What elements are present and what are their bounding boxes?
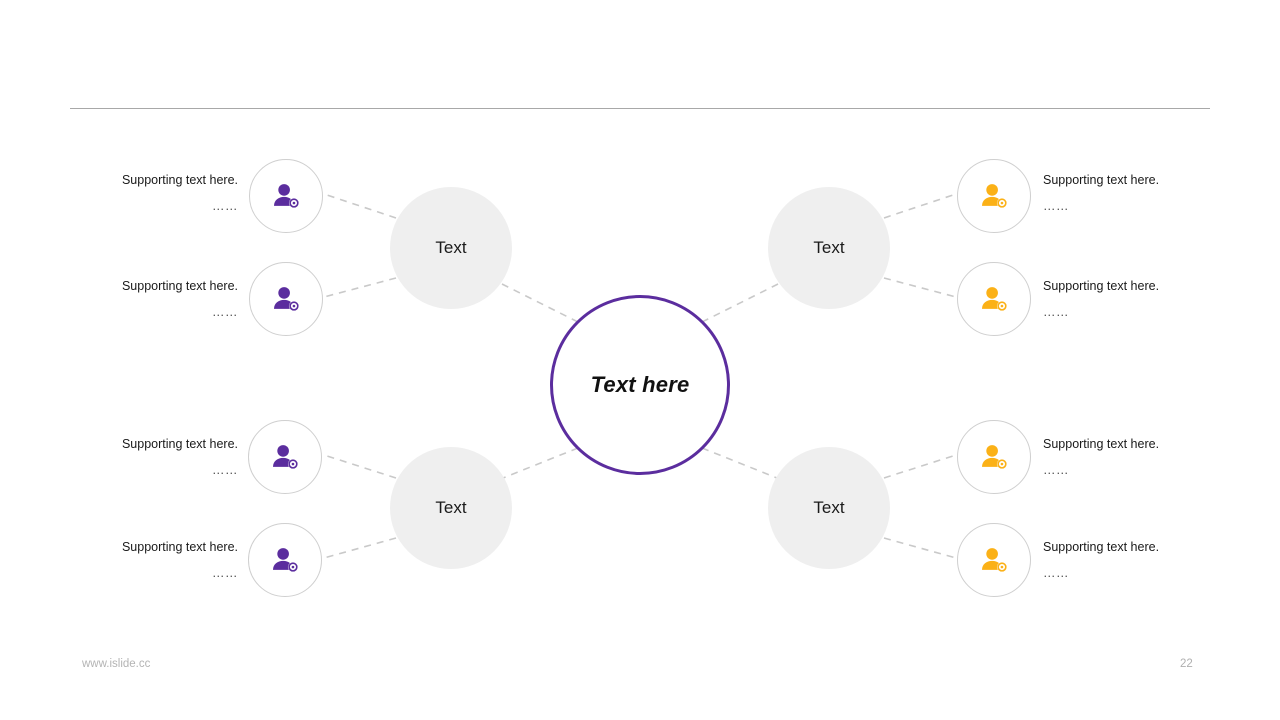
caption-line-2: ……	[1043, 304, 1069, 319]
link-bl-node4	[323, 537, 397, 559]
node-circle-left-2[interactable]	[249, 262, 323, 336]
link-tr-node1	[883, 193, 957, 219]
user-settings-icon	[979, 442, 1009, 472]
branch-bubble-top-right[interactable]: Text	[768, 187, 890, 309]
caption-line-1: Supporting text here.	[121, 437, 238, 451]
caption-line-2: ……	[1043, 462, 1069, 477]
branch-label: Text	[435, 238, 467, 257]
node-circle-right-4[interactable]	[957, 523, 1031, 597]
caption-line-2: ……	[212, 304, 238, 319]
caption-line-1: Supporting text here.	[1043, 437, 1160, 451]
node-circle-left-4[interactable]	[248, 523, 322, 597]
branch-label: Text	[813, 238, 845, 257]
user-settings-icon	[271, 181, 301, 211]
node-circle-right-1[interactable]	[957, 159, 1031, 233]
node-circle-left-1[interactable]	[249, 159, 323, 233]
branch-bubble-bottom-left[interactable]: Text	[390, 447, 512, 569]
node-circle-left-3[interactable]	[248, 420, 322, 494]
caption-line-1: Supporting text here.	[121, 279, 238, 293]
caption-right-1: Supporting text here. ……	[1043, 174, 1223, 212]
branch-bubble-top-left[interactable]: Text	[390, 187, 512, 309]
page-number: 22	[1180, 658, 1193, 670]
user-settings-icon	[270, 442, 300, 472]
link-br-node4	[883, 537, 957, 559]
link-hub-bottom-right	[701, 447, 783, 481]
branch-label: Text	[435, 498, 467, 517]
footer-url[interactable]: www.islide.cc	[82, 658, 151, 670]
node-circle-right-2[interactable]	[957, 262, 1031, 336]
hub-label: Text here	[590, 372, 690, 397]
user-settings-icon	[979, 545, 1009, 575]
caption-line-1: Supporting text here.	[121, 540, 238, 554]
link-hub-top-left	[497, 281, 579, 323]
branch-label: Text	[813, 498, 845, 517]
link-hub-bottom-left	[497, 447, 579, 481]
link-hub-top-right	[701, 281, 783, 323]
user-settings-icon	[979, 181, 1009, 211]
central-hub-circle[interactable]: Text here	[550, 295, 730, 475]
link-tl-node2	[323, 277, 397, 298]
caption-line-2: ……	[1043, 198, 1069, 213]
caption-line-2: ……	[212, 198, 238, 213]
branch-bubble-bottom-right[interactable]: Text	[768, 447, 890, 569]
link-br-node3	[883, 454, 957, 479]
caption-line-1: Supporting text here.	[1043, 279, 1160, 293]
user-settings-icon	[270, 545, 300, 575]
user-settings-icon	[271, 284, 301, 314]
caption-left-1: Supporting text here. ……	[58, 174, 238, 212]
link-bl-node3	[323, 454, 397, 479]
caption-line-1: Supporting text here.	[121, 173, 238, 187]
caption-line-1: Supporting text here.	[1043, 173, 1160, 187]
caption-line-2: ……	[212, 565, 238, 580]
user-settings-icon	[979, 284, 1009, 314]
header-divider	[70, 108, 1210, 109]
caption-line-2: ……	[1043, 565, 1069, 580]
caption-line-2: ……	[212, 462, 238, 477]
caption-left-2: Supporting text here. ……	[58, 280, 238, 318]
caption-left-4: Supporting text here. ……	[58, 541, 238, 579]
node-circle-right-3[interactable]	[957, 420, 1031, 494]
caption-right-2: Supporting text here. ……	[1043, 280, 1223, 318]
link-tl-node1	[323, 193, 397, 219]
caption-left-3: Supporting text here. ……	[58, 438, 238, 476]
caption-line-1: Supporting text here.	[1043, 540, 1160, 554]
caption-right-3: Supporting text here. ……	[1043, 438, 1223, 476]
caption-right-4: Supporting text here. ……	[1043, 541, 1223, 579]
link-tr-node2	[883, 277, 957, 298]
